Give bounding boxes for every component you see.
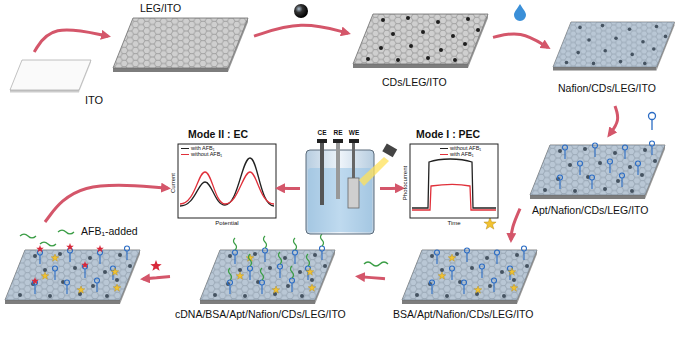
- pec-chart-panel: Mode I : PEC without AFB₁with AFB₁ Photocu…: [402, 128, 502, 228]
- electrode-label: RE: [333, 129, 342, 136]
- flow-arrow: [511, 209, 520, 240]
- cdna-plate: [200, 234, 335, 304]
- legend-text: with AFB₁: [191, 145, 215, 151]
- electrode-stage: Nafion/CDs/LEG/ITO: [548, 16, 682, 106]
- nafion-drop: [514, 4, 526, 21]
- flow-arrow: [493, 34, 548, 48]
- ec-chart: [178, 144, 276, 218]
- legend-text: without AFB₁: [450, 145, 481, 151]
- bsa-icon: [484, 218, 496, 230]
- flow-arrow: [609, 106, 618, 135]
- ec-chart-panel: Mode II : EC with AFB₁without AFB₁ Current…: [168, 128, 278, 228]
- flow-arrow: [45, 185, 168, 222]
- electrode-stage: Apt/Nafion/CDs/LEG/ITO: [520, 135, 682, 227]
- legend-text: with AFB₁: [450, 151, 474, 157]
- electrode-stage: cDNA/BSA/Apt/Nafion/CDs/LEG/ITO: [170, 232, 358, 331]
- afb1-icon: [150, 260, 161, 271]
- electrode-stage: CDs/LEG/ITO: [348, 8, 493, 92]
- aptamer-icon: [649, 113, 656, 131]
- stage-label: CDs/LEG/ITO: [382, 76, 447, 88]
- cds-icon: [294, 4, 308, 18]
- flow-arrow: [254, 25, 348, 36]
- cds-plate: [353, 14, 488, 68]
- legend-text: without AFB₁: [191, 151, 222, 157]
- stage-label: AFB₁-added: [81, 225, 138, 237]
- cdna-icon: [364, 262, 388, 266]
- electrode-stage: AFB₁-added: [3, 222, 143, 317]
- stage-label: LEG/ITO: [140, 2, 181, 14]
- flow-arrow: [143, 277, 170, 279]
- stage-label: Nafion/CDs/LEG/ITO: [558, 82, 656, 94]
- ito-plate: [10, 60, 91, 92]
- electrochemical-cell-drawing: [306, 139, 397, 234]
- electrode-stage: LEG/ITO: [108, 2, 254, 78]
- flow-arrow: [380, 187, 402, 190]
- aptamer-plate: [530, 141, 665, 199]
- axis-label: Potential: [215, 220, 238, 227]
- mode-title: Mode I : PEC: [416, 128, 480, 140]
- nafion-plate: [553, 22, 675, 71]
- flow-arrow: [358, 277, 385, 279]
- stage-label: ITO: [85, 94, 103, 107]
- flow-arrow: [278, 187, 300, 190]
- electrode-label: CE: [317, 129, 326, 136]
- released-cdna: [20, 230, 74, 246]
- stage-label: BSA/Apt/Nafion/CDs/LEG/ITO: [393, 308, 533, 320]
- electrode-stage: BSA/Apt/Nafion/CDs/LEG/ITO: [385, 240, 553, 326]
- electrode-label: WE: [349, 129, 359, 136]
- mode-title: Mode II : EC: [188, 128, 248, 140]
- afb1-plate: [5, 243, 140, 304]
- electrochemical-cell: CE RE WE: [300, 128, 380, 238]
- stage-label: cDNA/BSA/Apt/Nafion/CDs/LEG/ITO: [175, 308, 346, 320]
- axis-label: Photocurrent: [402, 166, 409, 200]
- axis-label: Current: [170, 173, 177, 193]
- axis-label: Time: [447, 220, 460, 227]
- bsa-plate: [402, 246, 537, 304]
- leg-plate: [113, 18, 248, 72]
- substrate-stage: ITO: [3, 52, 107, 110]
- stage-label: Apt/Nafion/CDs/LEG/ITO: [532, 204, 649, 216]
- flow-arrow: [34, 30, 108, 52]
- pec-chart: [410, 144, 498, 218]
